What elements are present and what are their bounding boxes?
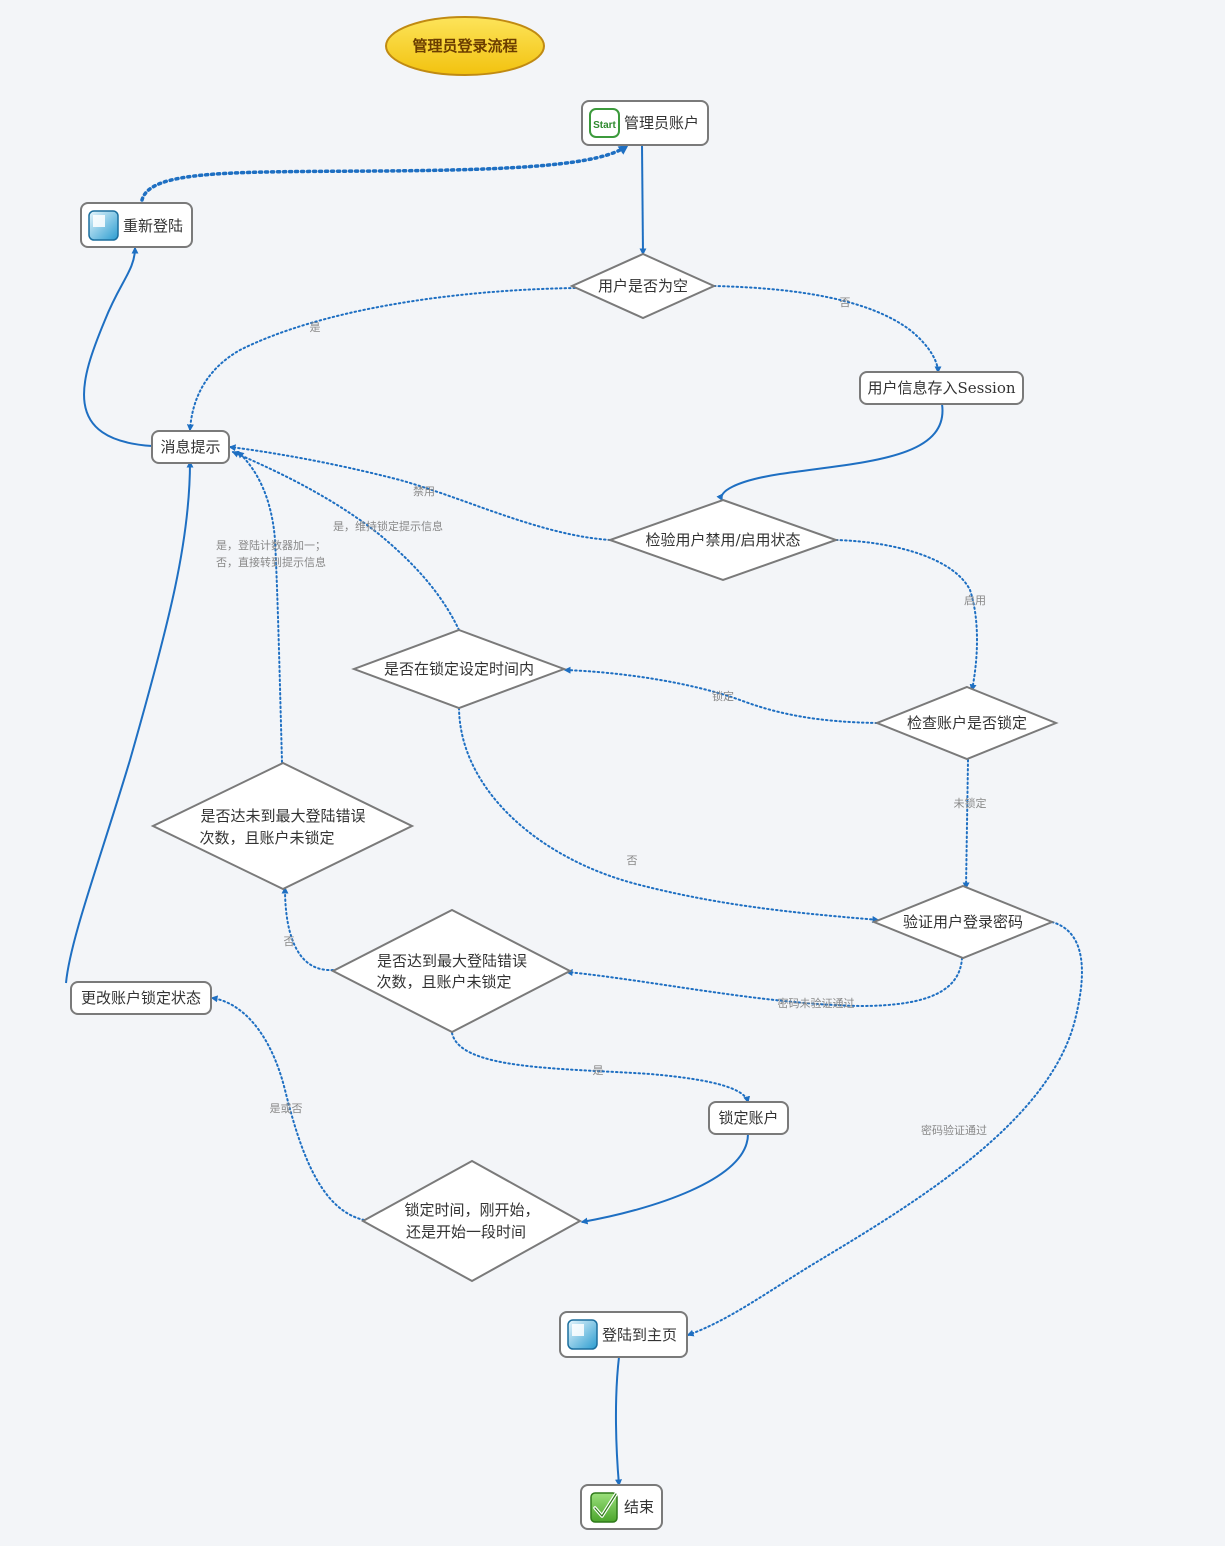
node-session-label: 用户信息存入Session (867, 379, 1015, 397)
node-session[interactable]: 用户信息存入Session (859, 371, 1024, 405)
node-lock-account-label: 锁定账户 (718, 1109, 778, 1127)
edge-status-to-message (228, 444, 611, 541)
edges (65, 144, 1083, 1487)
node-not-reached-max-line1: 是否达未到最大登陆错误 (200, 807, 365, 825)
edge-checklock-to-intime (563, 666, 878, 724)
label-yes-reach: 是 (593, 1064, 604, 1077)
label-keep-lock: 是，维持锁定提示信息 (333, 519, 443, 533)
page-title: 管理员登录流程 (412, 37, 517, 55)
node-reached-max-line1: 是否达到最大登陆错误 (377, 952, 527, 970)
edge-empty-to-session (713, 285, 942, 374)
label-yes-empty: 是 (310, 321, 321, 334)
edge-reached-to-lock (451, 1032, 751, 1104)
edge-relogin-to-start (140, 144, 629, 202)
label-pwd-fail: 密码未验证通过 (778, 996, 855, 1010)
edge-empty-to-message (186, 287, 576, 432)
node-verify-pwd-label: 验证用户登录密码 (903, 913, 1023, 931)
label-no-reach: 否 (284, 935, 295, 948)
edge-locktime-to-change (210, 995, 365, 1221)
window-icon (567, 1319, 598, 1350)
title-ellipse: 管理员登录流程 (385, 16, 545, 76)
node-check-locked-label: 检查账户是否锁定 (907, 714, 1027, 732)
node-lock-account[interactable]: 锁定账户 (708, 1101, 789, 1135)
node-lock-time-line1: 锁定时间，刚开始， (404, 1201, 539, 1219)
node-check-locked[interactable]: 检查账户是否锁定 (874, 685, 1059, 761)
node-check-status[interactable]: 检验用户禁用/启用状态 (607, 498, 839, 582)
start-icon: Start (589, 108, 620, 138)
node-not-reached-max[interactable]: 是否达未到最大登陆错误 次数，且账户未锁定 (150, 761, 415, 891)
node-relogin[interactable]: 重新登陆 (80, 202, 193, 248)
node-end[interactable]: 结束 (580, 1484, 663, 1530)
label-no-intime: 否 (627, 854, 638, 867)
node-start[interactable]: Start 管理员账户 (581, 100, 709, 146)
edge-labels: 是 否 禁用 启用 是，维持锁定提示信息 是，登陆计数器加一； 否，直接转到提示… (216, 296, 987, 1137)
node-lock-time[interactable]: 锁定时间，刚开始， 还是开始一段时间 (360, 1159, 583, 1283)
checkmark-icon (590, 1492, 618, 1523)
label-counter-2: 否，直接转到提示信息 (216, 555, 326, 569)
node-change-lock-label: 更改账户锁定状态 (81, 989, 201, 1007)
edge-session-to-status (716, 403, 944, 502)
node-user-empty-label: 用户是否为空 (598, 277, 688, 295)
edge-verify-to-home (686, 921, 1083, 1337)
window-icon (88, 210, 119, 241)
node-message[interactable]: 消息提示 (151, 430, 230, 464)
node-verify-pwd[interactable]: 验证用户登录密码 (871, 884, 1055, 960)
edge-home-to-end (614, 1356, 623, 1487)
node-relogin-label: 重新登陆 (123, 217, 183, 235)
label-disabled: 禁用 (413, 485, 435, 498)
node-home[interactable]: 登陆到主页 (559, 1311, 688, 1358)
label-not-locked: 未锁定 (954, 796, 987, 810)
edge-intime-to-verify (458, 707, 880, 923)
node-in-lock-time[interactable]: 是否在锁定设定时间内 (351, 628, 567, 710)
node-reached-max[interactable]: 是否达到最大登陆错误 次数，且账户未锁定 (330, 908, 573, 1034)
edge-checklock-to-verify (962, 759, 970, 890)
label-locked: 锁定 (712, 689, 734, 703)
edge-intime-to-message (231, 451, 460, 631)
node-home-label: 登陆到主页 (602, 1326, 677, 1344)
edge-lock-to-locktime (580, 1133, 749, 1225)
label-no-empty: 否 (840, 296, 851, 309)
node-lock-time-line2: 还是开始一段时间 (406, 1223, 526, 1241)
node-end-label: 结束 (624, 1498, 654, 1516)
edge-notreached-to-message (236, 451, 283, 763)
node-check-status-label: 检验用户禁用/启用状态 (645, 531, 800, 549)
node-reached-max-line2: 次数，且账户未锁定 (376, 973, 511, 991)
edge-status-to-checklock (835, 539, 978, 692)
start-icon-label: Start (593, 120, 616, 131)
label-yes-or-no: 是或否 (270, 1102, 303, 1115)
edge-verify-to-reached (565, 957, 963, 1008)
node-change-lock[interactable]: 更改账户锁定状态 (70, 981, 212, 1015)
label-pwd-pass: 密码验证通过 (921, 1123, 987, 1137)
edge-start-to-empty (639, 144, 647, 256)
edge-reached-to-notreached (281, 886, 334, 972)
node-not-reached-max-line2: 次数，且账户未锁定 (199, 829, 334, 847)
node-message-label: 消息提示 (160, 438, 220, 456)
edge-change-to-message (65, 460, 194, 984)
label-enabled: 启用 (964, 594, 986, 607)
label-counter-1: 是，登陆计数器加一； (216, 538, 326, 552)
node-start-label: 管理员账户 (624, 114, 699, 132)
node-user-empty[interactable]: 用户是否为空 (569, 252, 717, 320)
edge-message-to-relogin (83, 246, 153, 447)
node-in-lock-time-label: 是否在锁定设定时间内 (384, 660, 534, 678)
